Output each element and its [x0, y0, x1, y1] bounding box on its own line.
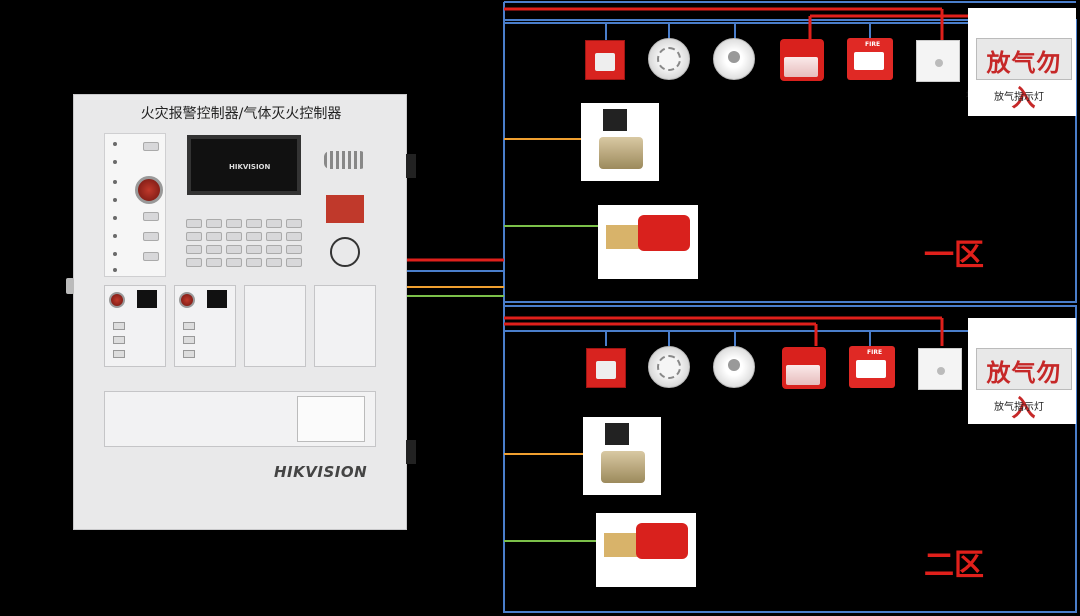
keypad-key[interactable] — [266, 219, 282, 228]
zone2-label: 二区 — [924, 540, 984, 584]
keypad-key[interactable] — [286, 245, 302, 254]
keypad-key[interactable] — [186, 219, 202, 228]
keypad-key[interactable] — [246, 258, 262, 267]
zone2-manual-call-point: FIRE — [849, 346, 895, 388]
module-button[interactable] — [113, 336, 125, 344]
keypad-key[interactable] — [286, 219, 302, 228]
keypad-key[interactable] — [226, 245, 242, 254]
keypad-key[interactable] — [206, 258, 222, 267]
gas-release-sign-caption: 放气指示灯 — [994, 398, 1044, 413]
keypad-key[interactable] — [226, 232, 242, 241]
emergency-stop-knob[interactable] — [135, 176, 163, 204]
lcd-brand-text: HIKVISION — [229, 163, 270, 171]
zone1-io-module — [916, 40, 960, 82]
gas-release-sign-caption: 放气指示灯 — [994, 88, 1044, 103]
fire-alarm-controller-cabinet: 火灾报警控制器/气体灭火控制器 HIKVISION — [73, 94, 407, 530]
module-button[interactable] — [183, 322, 195, 330]
panel-key[interactable] — [143, 212, 159, 221]
keypad-key[interactable] — [266, 232, 282, 241]
zone1-gas-release-sign: 放气勿入 放气指示灯 — [968, 8, 1076, 116]
keypad-key[interactable] — [266, 245, 282, 254]
cabinet-hinge — [406, 440, 416, 464]
keypad-key[interactable] — [246, 219, 262, 228]
panel-key[interactable] — [143, 232, 159, 241]
controller-lcd-screen: HIKVISION — [187, 135, 301, 195]
zone2-io-module — [918, 348, 962, 390]
zone1-sound-light-alarm — [780, 39, 824, 81]
keypad-key[interactable] — [186, 258, 202, 267]
gas-control-module-2 — [174, 285, 236, 367]
certification-label — [326, 195, 364, 223]
speaker-grille — [324, 151, 366, 169]
gas-control-module-1 — [104, 285, 166, 367]
keypad-key[interactable] — [206, 232, 222, 241]
zone1-solenoid-valve — [581, 103, 659, 181]
zone1-manual-start-button — [585, 40, 625, 80]
ccc-mark-icon — [330, 237, 360, 267]
keypad-key[interactable] — [226, 219, 242, 228]
zone1-manual-call-point: FIRE — [847, 38, 893, 80]
keypad-key[interactable] — [226, 258, 242, 267]
panel-key[interactable] — [143, 142, 159, 151]
keypad-key[interactable] — [286, 258, 302, 267]
cabinet-hinge — [406, 154, 416, 178]
panel-key[interactable] — [143, 252, 159, 261]
zone2-heat-detector — [713, 346, 755, 388]
zone2-sound-light-alarm — [782, 347, 826, 389]
keypad-key[interactable] — [206, 219, 222, 228]
blank-module-slot — [244, 285, 306, 367]
module-button[interactable] — [113, 350, 125, 358]
zone2-manual-start-button — [586, 348, 626, 388]
module-button[interactable] — [183, 336, 195, 344]
zone2-solenoid-valve — [583, 417, 661, 495]
zone2-gas-release-sign: 放气勿入 放气指示灯 — [968, 318, 1076, 424]
keypad-key[interactable] — [186, 232, 202, 241]
keypad-key[interactable] — [266, 258, 282, 267]
zone1-pressure-switch — [598, 205, 698, 279]
printer-icon — [297, 396, 365, 442]
indicator-panel — [104, 133, 166, 277]
zone2-smoke-detector — [648, 346, 690, 388]
printer-panel — [104, 391, 376, 447]
keypad-key[interactable] — [186, 245, 202, 254]
module-button[interactable] — [113, 322, 125, 330]
keypad-key[interactable] — [246, 232, 262, 241]
cabinet-lock — [66, 278, 74, 294]
keypad-key[interactable] — [206, 245, 222, 254]
blank-module-slot — [314, 285, 376, 367]
module-stop-knob[interactable] — [109, 292, 125, 308]
controller-keypad — [182, 209, 310, 269]
zone2-pressure-switch — [596, 513, 696, 587]
zone1-smoke-detector — [648, 38, 690, 80]
zone1-label: 一区 — [924, 230, 984, 274]
module-button[interactable] — [183, 350, 195, 358]
zone1-heat-detector — [713, 38, 755, 80]
controller-brand-logo: HIKVISION — [274, 463, 367, 481]
module-stop-knob[interactable] — [179, 292, 195, 308]
keypad-key[interactable] — [246, 245, 262, 254]
controller-title: 火灾报警控制器/气体灭火控制器 — [74, 103, 408, 123]
keypad-key[interactable] — [286, 232, 302, 241]
